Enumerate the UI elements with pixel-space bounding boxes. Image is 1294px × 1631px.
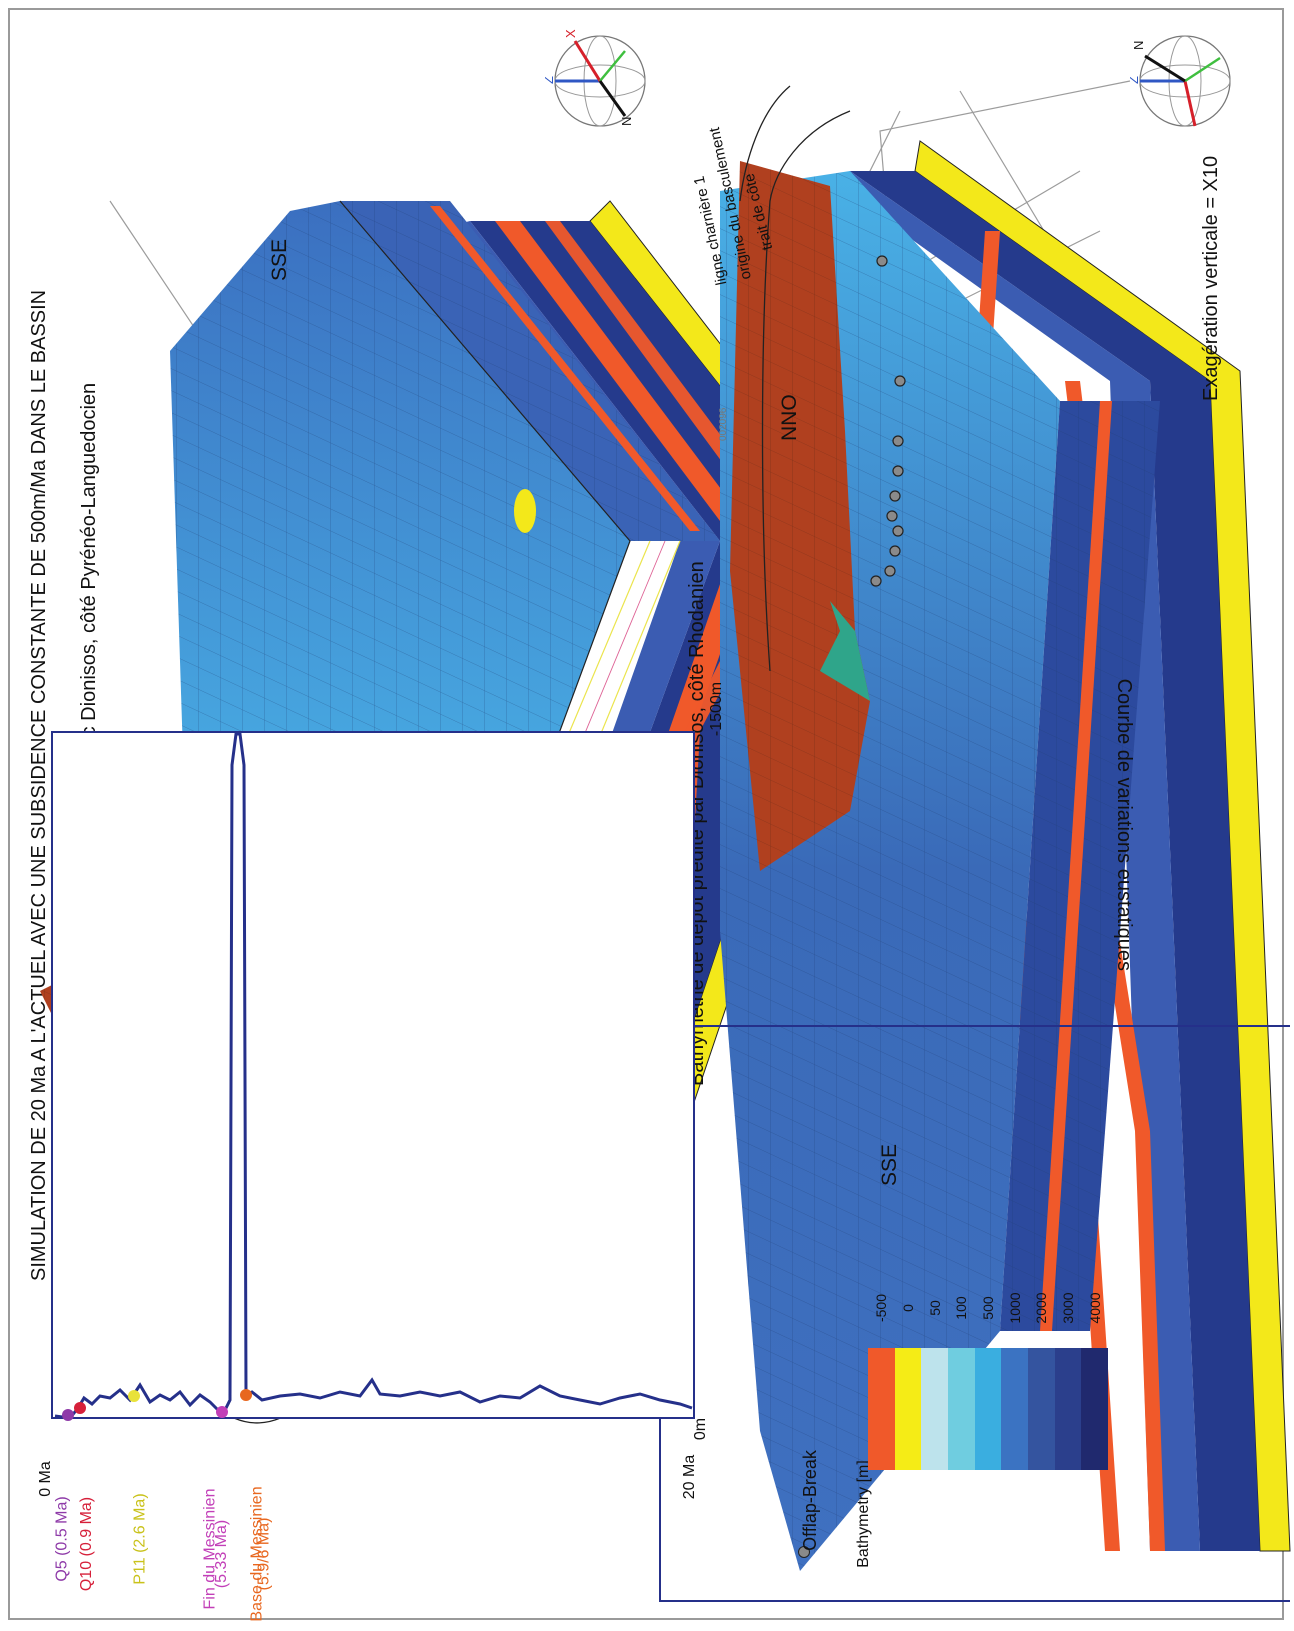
axis-0m: 0m	[692, 1417, 710, 1441]
compass-top-x: X	[563, 29, 578, 38]
legend-label-4: 500	[980, 1296, 996, 1320]
label-fin-messinien-date: (5.33 Ma)	[213, 1519, 231, 1589]
legend-swatch-1	[894, 1348, 922, 1470]
offlap-icon	[798, 1546, 810, 1558]
bottom-small-tag: 002096	[718, 407, 729, 441]
label-q5: Q5 (0.5 Ma)	[53, 1496, 71, 1582]
compass-bottom-z: Z	[1130, 76, 1141, 84]
bottom-layer-body	[850, 171, 1260, 1551]
legend-swatch-7	[1054, 1348, 1082, 1470]
legend-swatch-5	[1001, 1348, 1028, 1470]
legend-label-8: 4000	[1086, 1292, 1103, 1324]
vertical-exaggeration: Exagération verticale = X10	[1200, 155, 1222, 401]
label-q10: Q10 (0.9 Ma)	[78, 1496, 96, 1592]
axis-0ma: 0 Ma	[36, 1461, 54, 1497]
legend-label-5: 1000	[1006, 1292, 1023, 1324]
legend-swatch-2	[921, 1348, 948, 1470]
axis-1500m: -1500m	[708, 681, 726, 737]
eustatic-title: Courbe de variations eustatiques	[1113, 678, 1135, 971]
legend-title: Bathymetry [m]	[854, 1460, 872, 1568]
bottom-label-nno: NNO	[778, 394, 801, 441]
legend-swatch-3	[948, 1348, 975, 1470]
axis-20ma: 20 Ma	[681, 1454, 699, 1500]
bathymetry-legend	[868, 1348, 1108, 1470]
legend-swatch-8	[1081, 1348, 1108, 1470]
legend-swatch-0	[868, 1348, 895, 1470]
legend-swatch-4	[974, 1348, 1002, 1470]
bathymetry-legend-labels: -500 0 50 100 500 1000 2000 3000 4000	[868, 1290, 1108, 1340]
legend-label-0: -500	[873, 1293, 890, 1323]
compass-top-n: N	[619, 117, 634, 126]
legend-label-2: 50	[926, 1300, 943, 1316]
legend-label-3: 100	[953, 1296, 970, 1320]
label-p11: P11 (2.6 Ma)	[131, 1493, 149, 1585]
bottom-offlap-points	[870, 255, 906, 587]
legend-label-1: 0	[900, 1304, 916, 1312]
legend-swatch-6	[1028, 1348, 1055, 1470]
label-base-messinien-date: (5.9/6 Ma)	[255, 1517, 273, 1591]
compass-top-z: Z	[545, 76, 556, 84]
offlap-label: Offlap-Break	[799, 1450, 820, 1551]
compass-bottom-icon: Z N	[1130, 35, 1231, 127]
compass-top-icon: Z X N	[545, 29, 646, 127]
legend-label-7: 3000	[1060, 1292, 1076, 1324]
legend-label-6: 2000	[1033, 1292, 1050, 1324]
compass-bottom-n: N	[1131, 41, 1146, 50]
